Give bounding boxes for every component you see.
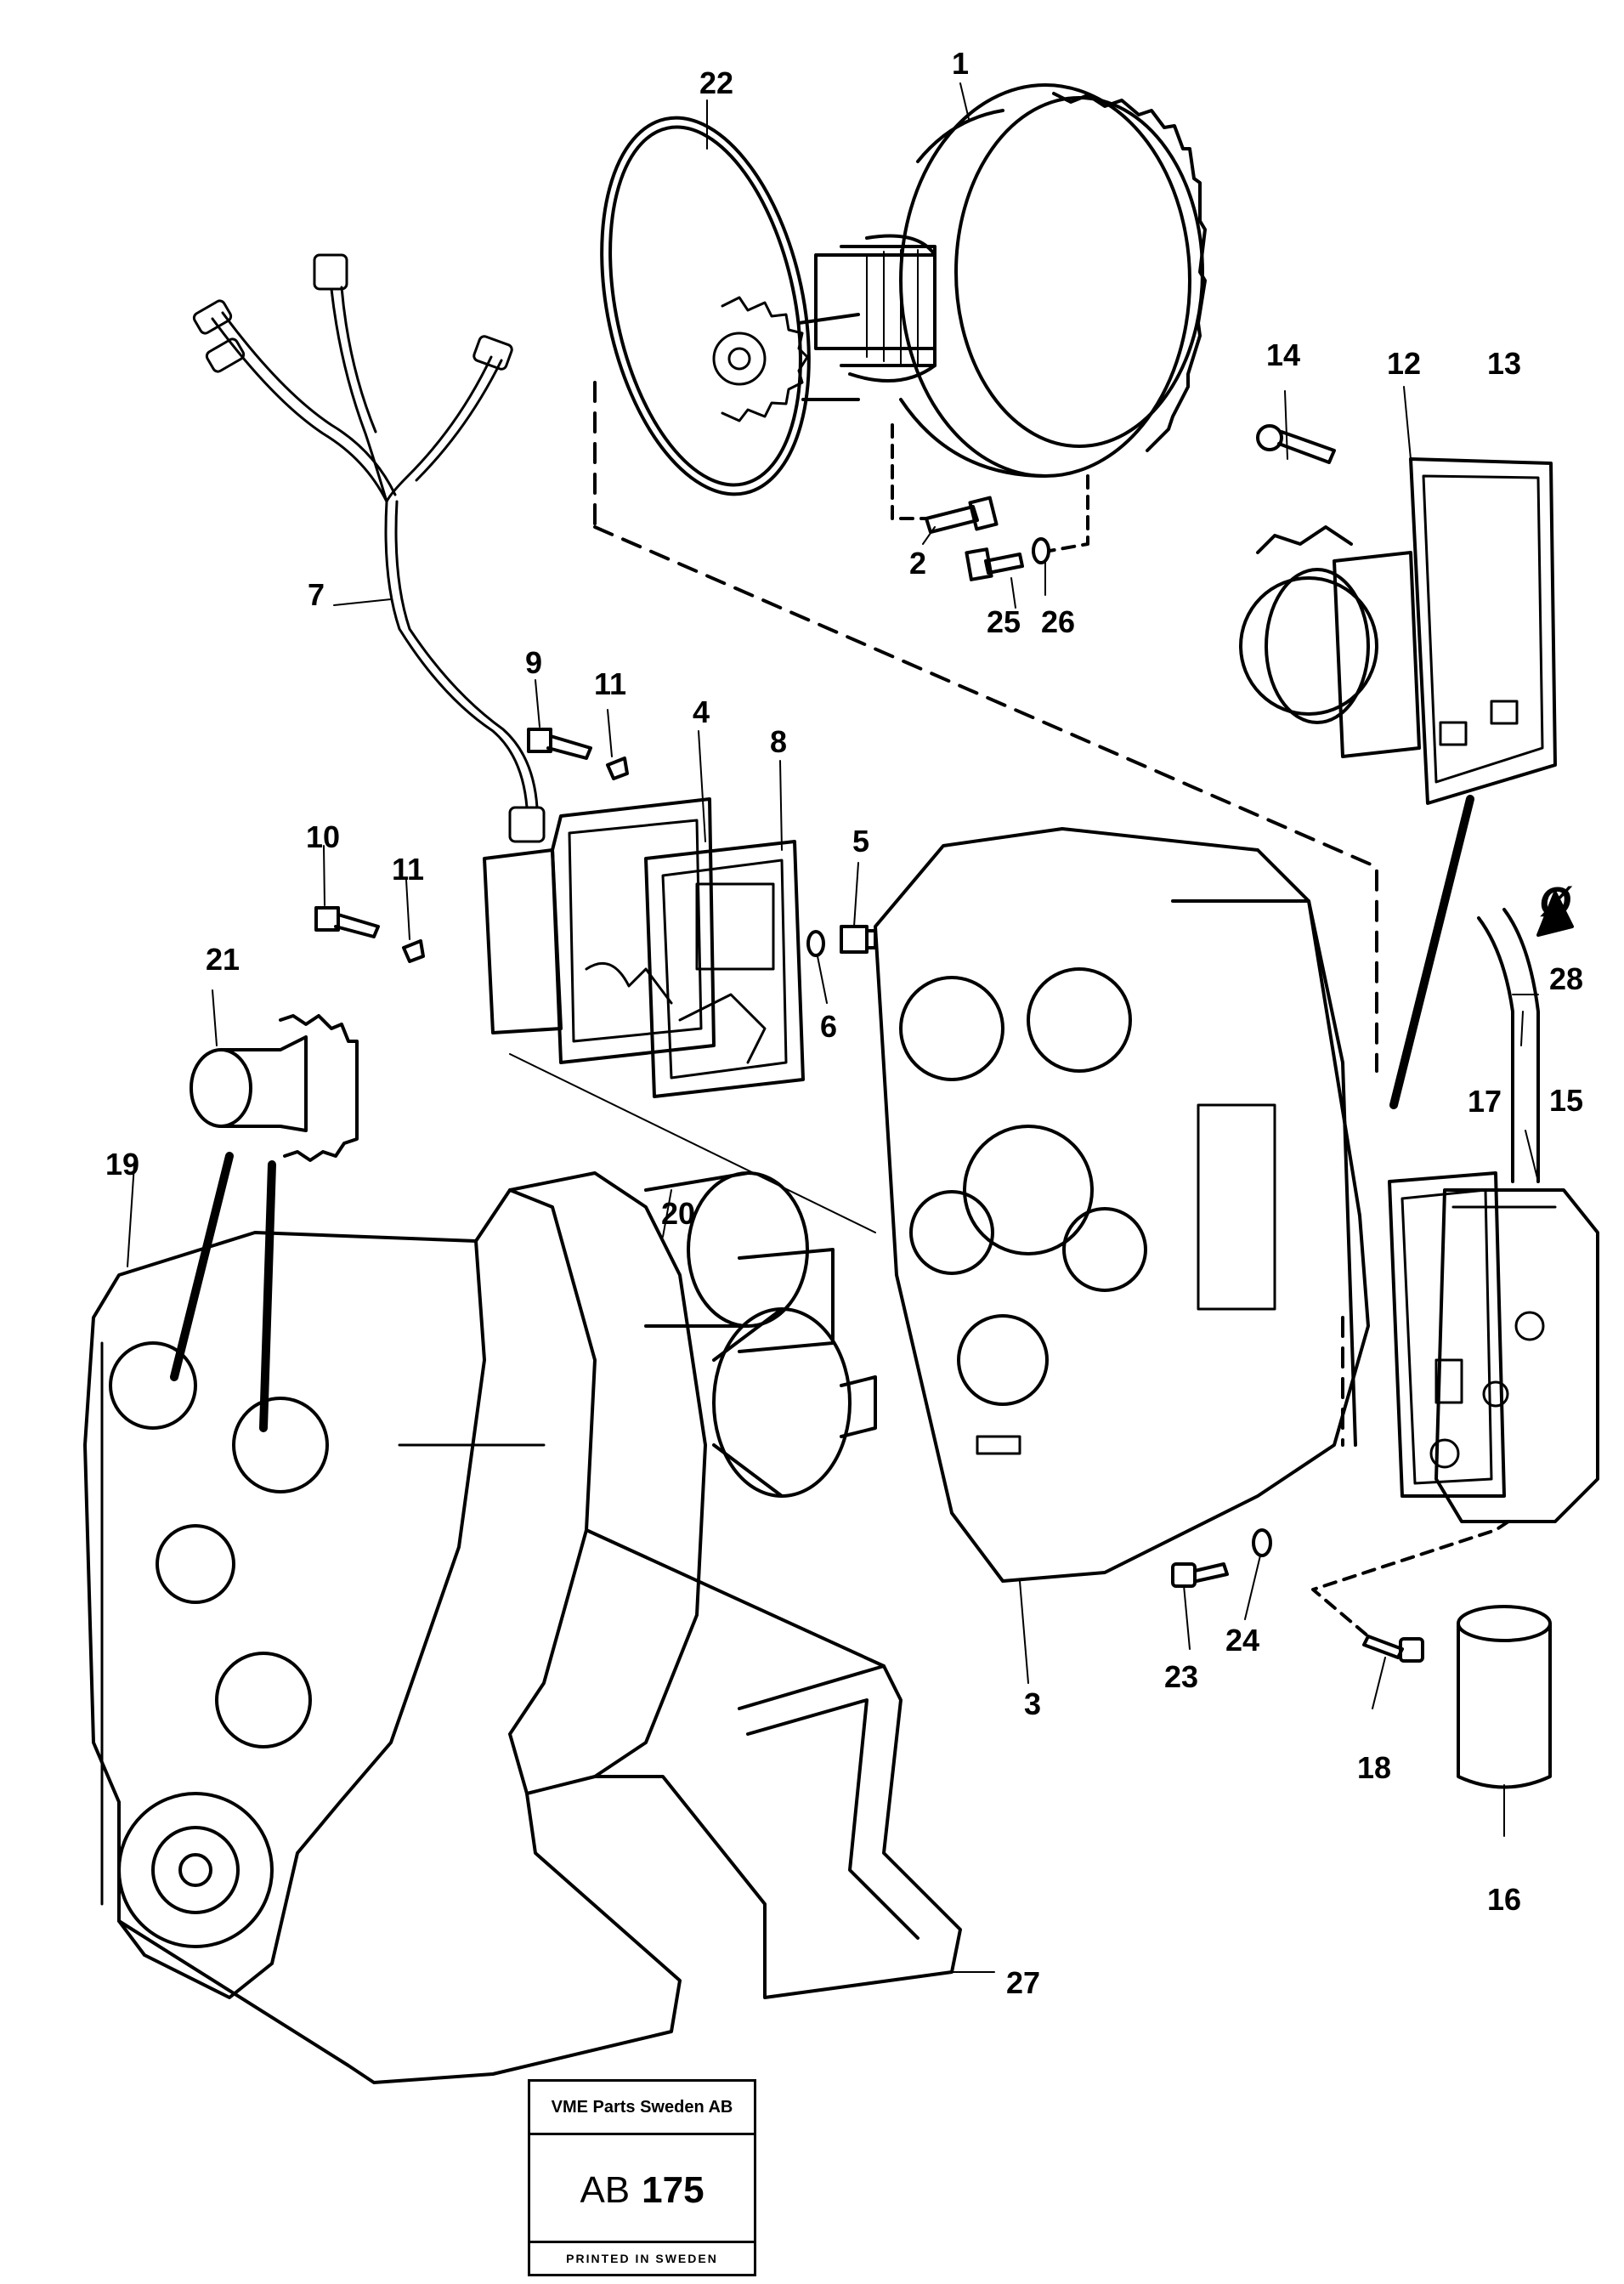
callout-2: 2 [908,546,927,581]
hose-part-28 [1477,908,1540,1183]
assembly-line-converter [891,423,1089,553]
callout-28: 28 [1548,961,1584,996]
arrow-marker [1536,891,1574,937]
leader-4-to-3 [509,1053,876,1233]
seal-part-6 [806,930,825,957]
title-block: VME Parts Sweden AB AB 175 PRINTED IN SW… [528,2079,756,2276]
bolt-part-2 [925,496,999,534]
callout-17: 17 [1467,1084,1502,1119]
gasket-part-13 [1409,457,1557,805]
bolt-part-14 [1256,424,1336,464]
callout-19: 19 [105,1147,140,1182]
callout-10: 10 [305,819,341,854]
callout-21: 21 [205,942,240,977]
callout-26: 26 [1040,604,1076,639]
gearshift-valve-part-15 [1429,1188,1599,1523]
assembly-line-housing [593,381,1378,1447]
diagram-code: AB 175 [530,2135,754,2246]
assembly-line-filter [1311,1520,1510,1638]
screw-part-9 [527,728,592,760]
assembly-line-pump [1389,795,1474,1109]
pump-part-12 [1239,525,1421,758]
callout-4: 4 [692,694,710,729]
callout-27: 27 [1005,1965,1041,2000]
callout-20: 20 [660,1196,696,1231]
control-valve-part-4 [483,797,716,1064]
torque-converter-part-1 [712,83,1207,478]
callout-symbol: Ø [1539,880,1571,925]
callout-8: 8 [769,724,788,759]
callout-23: 23 [1163,1659,1199,1694]
diagram-code-number: 175 [642,2169,704,2211]
callout-6: 6 [819,1009,838,1044]
callout-16: 16 [1486,1882,1522,1917]
callout-22: 22 [699,65,734,100]
assembly-line-shaft [170,1152,276,1432]
gear-shaft-part-21 [190,1014,359,1162]
callout-25: 25 [986,604,1021,639]
callout-7: 7 [307,577,325,612]
bolt-part-18 [1362,1635,1424,1663]
callout-13: 13 [1486,346,1522,381]
transmission-case-part-19 [83,1171,707,2084]
callout-3: 3 [1023,1686,1042,1721]
washer-part-11-lower [402,939,425,963]
callout-9: 9 [524,645,543,680]
o-ring-part-22 [600,116,811,496]
converter-housing-part-3 [874,827,1370,1583]
company-name: VME Parts Sweden AB [530,2082,754,2135]
gear-cluster-part-20 [644,1171,877,1498]
callout-5: 5 [852,824,870,859]
washer-part-24 [1252,1528,1272,1557]
support-bracket-part-27 [585,1528,962,1999]
bolt-part-25 [965,547,1024,581]
wiring-harness-part-7 [192,253,546,843]
diagram-code-prefix: AB [580,2169,631,2211]
callout-1: 1 [951,46,970,81]
screw-part-10 [314,906,380,938]
callout-11-upper: 11 [593,666,627,701]
plug-part-5 [840,925,877,954]
callout-12: 12 [1386,346,1422,381]
callout-14: 14 [1265,337,1301,372]
washer-part-11-upper [606,757,629,780]
callout-24: 24 [1225,1623,1260,1658]
gasket-part-8 [644,840,805,1098]
gasket-part-17 [1388,1171,1506,1498]
callout-18: 18 [1356,1750,1392,1785]
callout-15: 15 [1548,1083,1584,1118]
printed-in-label: PRINTED IN SWEDEN [530,2241,754,2274]
callout-11-lower: 11 [391,852,425,887]
leader-lines [127,82,1539,1973]
bolt-part-23 [1171,1562,1229,1588]
oil-filter-part-16 [1457,1605,1552,1789]
washer-part-26 [1032,537,1050,564]
